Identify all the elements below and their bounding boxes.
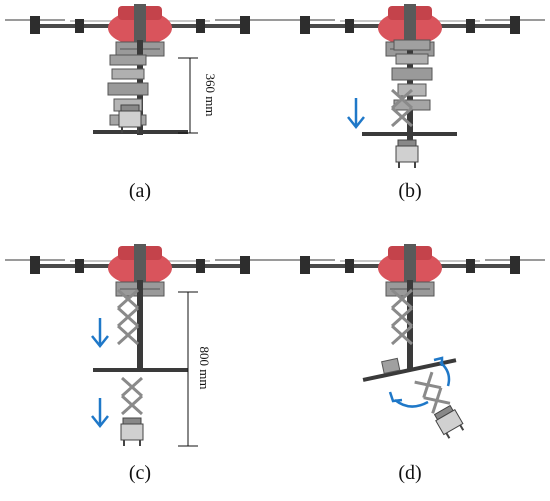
caption-d: (d) bbox=[398, 462, 422, 484]
arrow-down-icon bbox=[91, 318, 109, 349]
caption-c: (c) bbox=[128, 462, 152, 484]
dimension-c: 800 mm bbox=[197, 347, 212, 390]
panel-d bbox=[274, 243, 546, 441]
caption-b: (b) bbox=[398, 180, 422, 202]
arrow-down-icon bbox=[347, 98, 365, 130]
arrow-down-icon bbox=[91, 398, 109, 429]
panel-a: 360 mm bbox=[4, 3, 276, 135]
panel-c: 800 mm bbox=[4, 243, 276, 447]
rotate-arrow-icon bbox=[388, 356, 451, 408]
dimension-a: 360 mm bbox=[203, 74, 218, 117]
panel-b bbox=[274, 3, 546, 169]
caption-a: (a) bbox=[128, 180, 152, 202]
